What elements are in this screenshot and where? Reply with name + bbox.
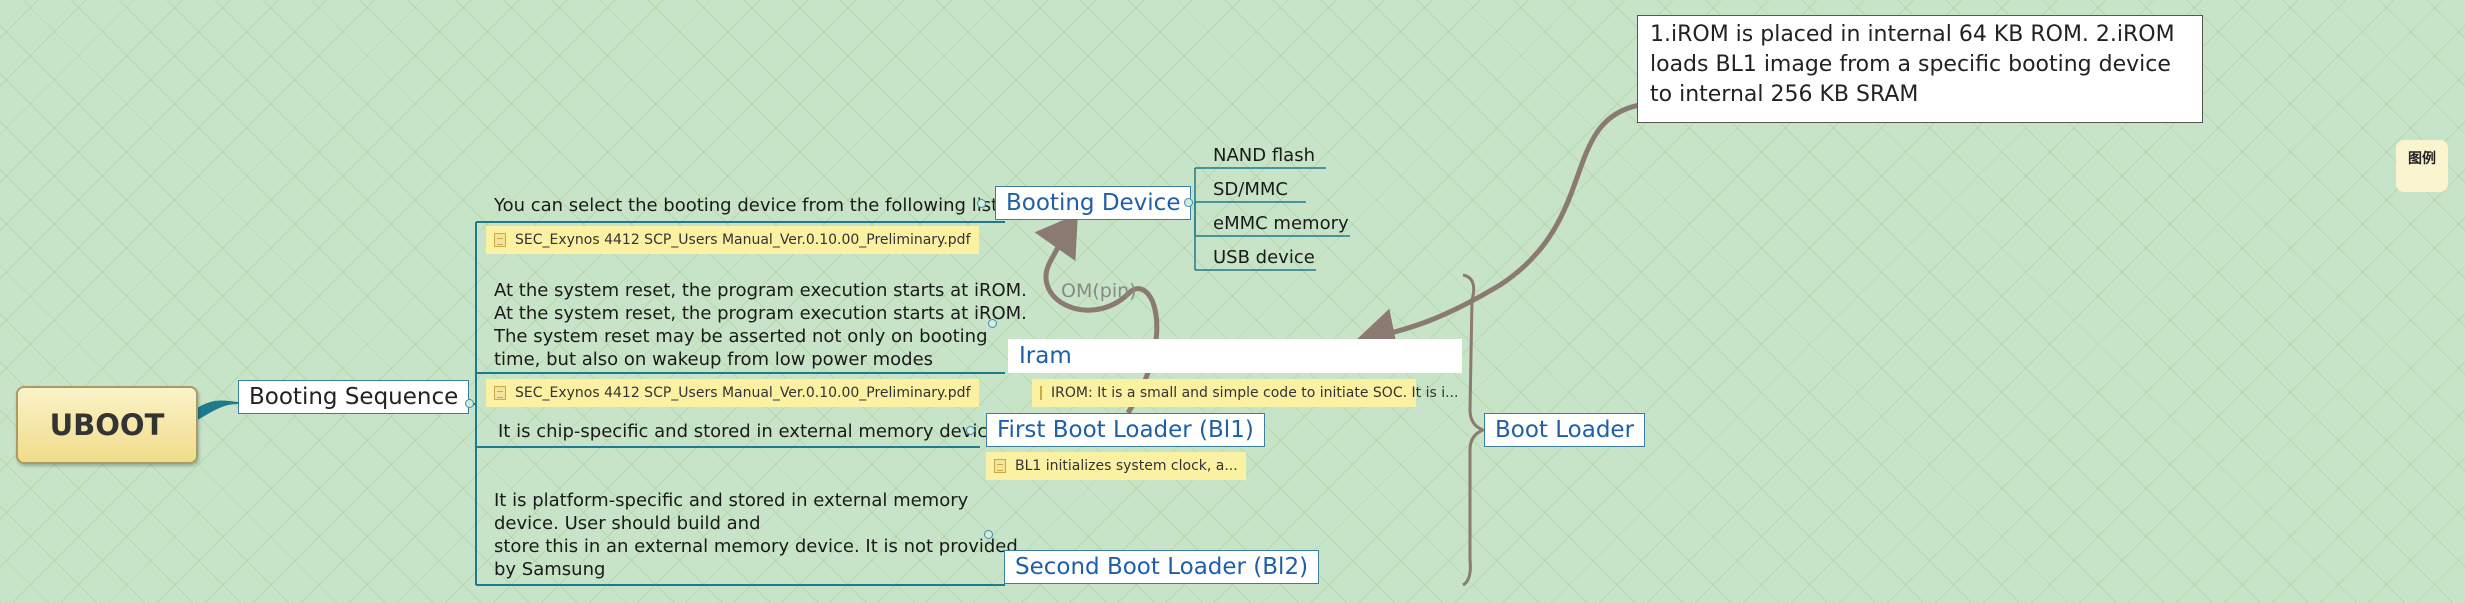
collapse-handle[interactable] — [977, 199, 986, 208]
first-boot-loader-topic[interactable]: First Boot Loader (Bl1) — [986, 413, 1265, 447]
om-pin-label[interactable]: OM(pin) — [1061, 280, 1137, 302]
irom-note[interactable]: IROM: It is a small and simple code to i… — [1032, 379, 1458, 407]
platform-note: It is platform-specific and stored in ex… — [494, 490, 1018, 580]
legend-button[interactable]: 图例 — [2396, 140, 2448, 192]
file-icon — [494, 233, 506, 247]
second-boot-loader-topic[interactable]: Second Boot Loader (Bl2) — [1004, 550, 1320, 584]
root-branch-line — [194, 400, 238, 422]
device-emmc[interactable]: eMMC memory — [1213, 213, 1349, 234]
irom-callout[interactable]: 1.iROM is placed in internal 64 KB ROM. … — [1637, 15, 2203, 123]
device-usb[interactable]: USB device — [1213, 247, 1315, 268]
callout-relation-arrow — [1355, 102, 1641, 358]
reset-note: At the system reset, the program executi… — [494, 280, 1027, 370]
attachment-pdf[interactable]: SEC_Exynos 4412 SCP_Users Manual_Ver.0.1… — [486, 226, 979, 254]
booting-sequence-topic[interactable]: Booting Sequence — [238, 380, 470, 414]
collapse-handle[interactable] — [988, 319, 997, 328]
device-nand-flash[interactable]: NAND flash — [1213, 145, 1315, 166]
om-pin-relation-arrow — [1034, 213, 1160, 415]
attachment-pdf[interactable]: SEC_Exynos 4412 SCP_Users Manual_Ver.0.1… — [486, 379, 979, 407]
chip-specific-note: It is chip-specific and stored in extern… — [498, 421, 999, 442]
file-icon — [994, 459, 1006, 473]
boot-loader-topic[interactable]: Boot Loader — [1484, 413, 1646, 447]
collapse-handle[interactable] — [1184, 198, 1193, 207]
iram-topic[interactable]: Iram — [1008, 339, 1462, 373]
boot-loader-brace — [1462, 273, 1488, 587]
collapse-handle[interactable] — [984, 530, 993, 539]
file-icon — [494, 386, 506, 400]
booting-device-topic[interactable]: Booting Device — [995, 186, 1192, 220]
select-device-note: You can select the booting device from t… — [494, 195, 1005, 216]
collapse-handle[interactable] — [465, 399, 474, 408]
bl1-note[interactable]: BL1 initializes system clock, a... — [986, 452, 1246, 480]
collapse-handle[interactable] — [966, 426, 975, 435]
file-icon — [1040, 386, 1042, 400]
device-sd-mmc[interactable]: SD/MMC — [1213, 179, 1288, 200]
root-topic[interactable]: UBOOT — [16, 386, 198, 464]
